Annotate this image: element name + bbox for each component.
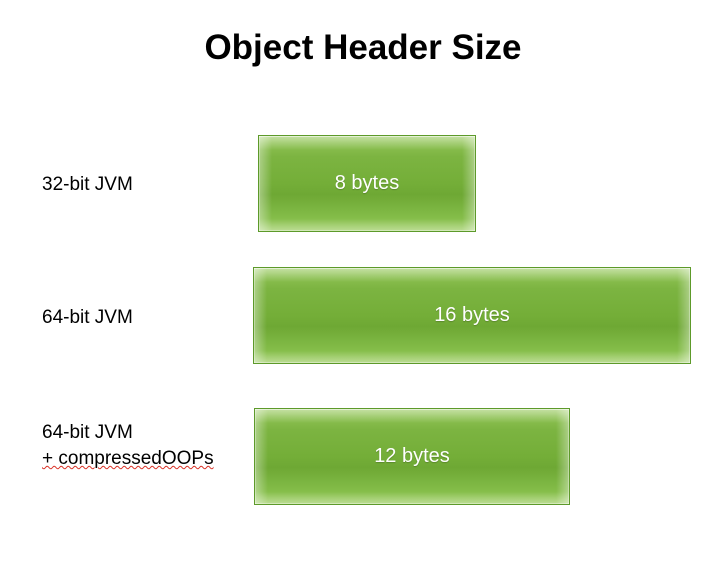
bar-value-32bit: 8 bytes	[334, 172, 400, 194]
bar-64bit: 16 bytes	[253, 267, 691, 364]
bar-left-bevel	[259, 136, 272, 231]
bar-right-bevel	[556, 409, 569, 504]
page-title: Object Header Size	[204, 28, 522, 67]
bar-right-bevel	[462, 136, 475, 231]
bar-left-bevel	[254, 268, 267, 363]
row-label-32bit-line1: 32-bit JVM	[42, 174, 133, 195]
bar-left-bevel	[255, 409, 268, 504]
row-label-64bit-coops: 64-bit JVM + compressedOOPs	[42, 420, 214, 472]
row-label-64bit-coops-line2: + compressedOOPs	[42, 448, 214, 469]
bar-right-bevel	[677, 268, 690, 363]
bar-64bit-coops: 12 bytes	[254, 408, 570, 505]
row-label-64bit-coops-line1: 64-bit JVM	[42, 422, 133, 443]
row-label-32bit: 32-bit JVM	[42, 172, 133, 198]
row-label-64bit-line1: 64-bit JVM	[42, 307, 133, 328]
bar-value-64bit: 16 bytes	[434, 304, 510, 326]
bar-32bit: 8 bytes	[258, 135, 476, 232]
bar-value-64bit-coops: 12 bytes	[374, 445, 450, 467]
row-label-64bit: 64-bit JVM	[42, 305, 133, 331]
